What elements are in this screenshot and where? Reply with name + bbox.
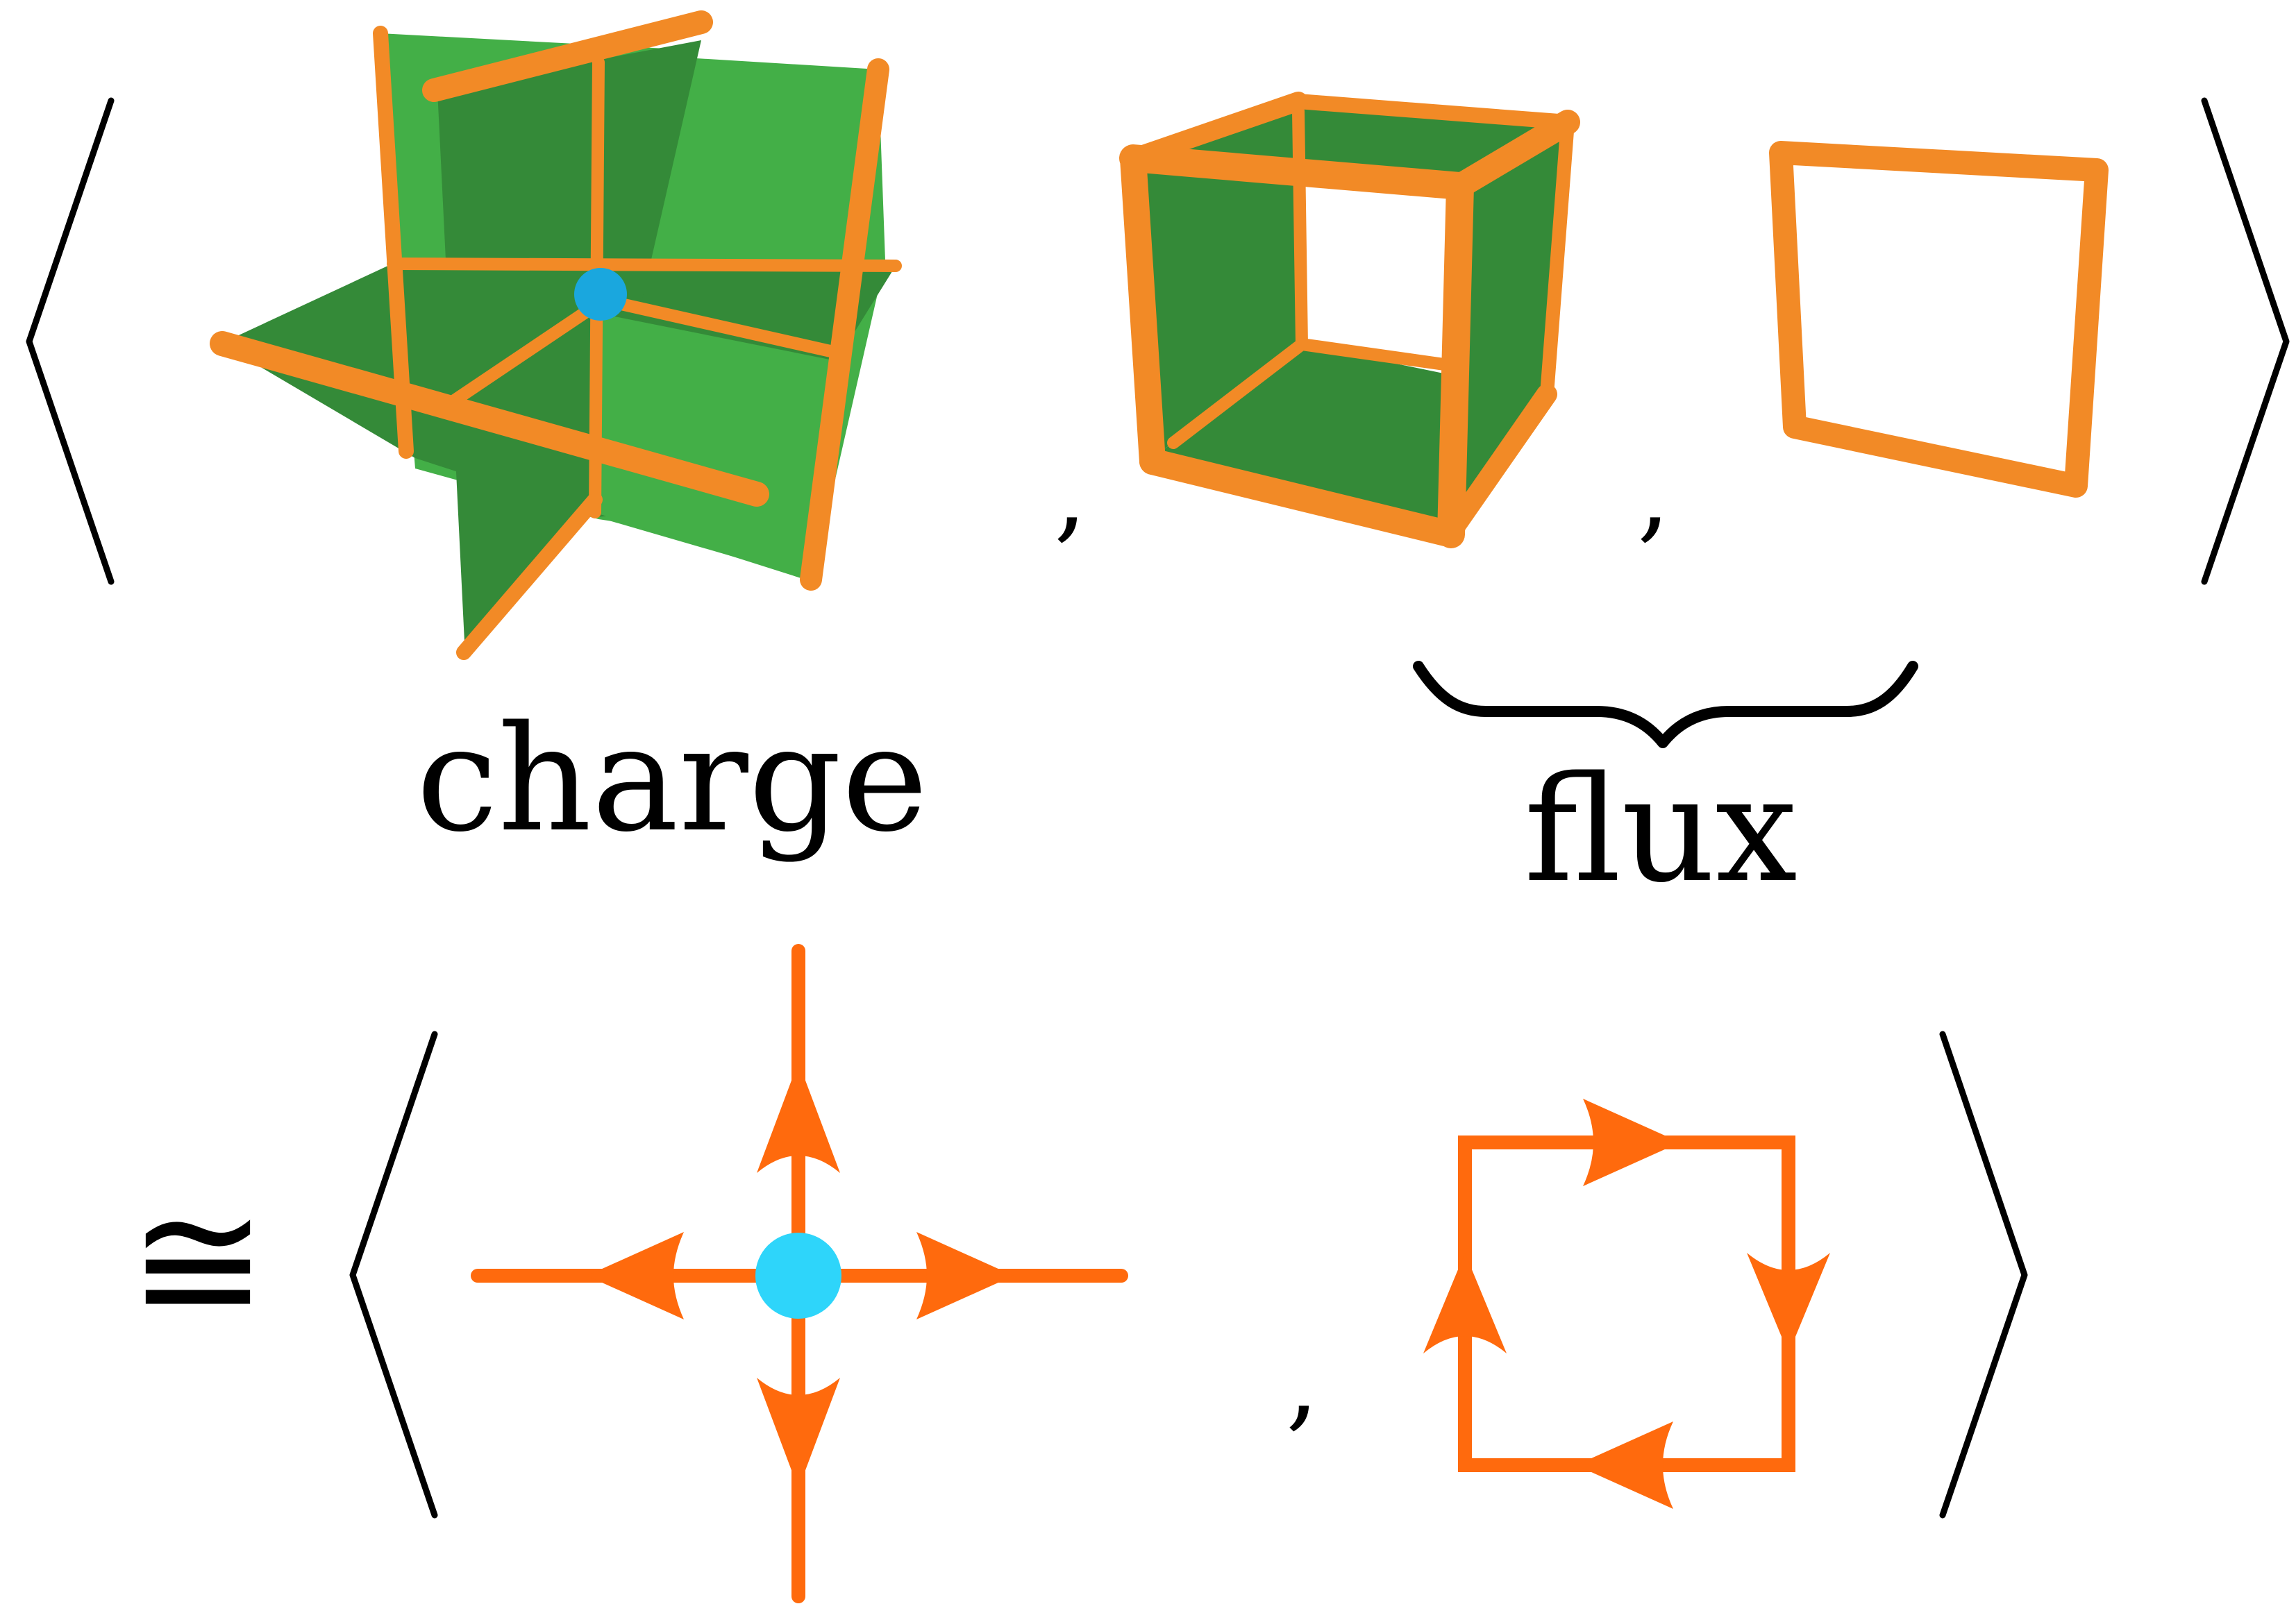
arrow-down [757, 1378, 840, 1489]
equivalence-symbol: ≅ [128, 1164, 267, 1358]
charge-2d-dot [755, 1233, 841, 1319]
flux-square-icon [1423, 1099, 1830, 1509]
arrow-left [587, 1232, 684, 1319]
left-angle-bracket-2-icon [349, 1031, 438, 1519]
left-angle-bracket-icon [26, 97, 115, 585]
charge-label: charge [416, 694, 928, 864]
arrow-right-side [1747, 1253, 1830, 1353]
arrow-top [1583, 1099, 1680, 1186]
arrow-up [757, 1062, 840, 1173]
charge-vertex-icon [471, 944, 1128, 1603]
flux-cube-icon [1119, 92, 1580, 548]
flux-loop-icon [1769, 141, 2109, 498]
charge-3d-dot [574, 268, 627, 321]
cube-right-face [1451, 122, 1568, 527]
cube-window [1309, 196, 1443, 362]
arrow-bottom [1576, 1421, 1673, 1509]
right-wedge [594, 312, 837, 580]
comma-3: , [1286, 1322, 1319, 1442]
comma-1: , [1054, 433, 1087, 554]
arrow-right [916, 1232, 1014, 1319]
comma-2: , [1637, 433, 1670, 554]
arrow-left-side [1423, 1253, 1507, 1353]
charge-membrane-icon [210, 10, 902, 660]
flux-label: flux [1524, 745, 1798, 915]
underbrace-icon [1413, 661, 1918, 748]
front-plane [437, 40, 701, 656]
right-angle-bracket-2-icon [1939, 1031, 2028, 1519]
right-angle-bracket-icon [2201, 97, 2290, 585]
